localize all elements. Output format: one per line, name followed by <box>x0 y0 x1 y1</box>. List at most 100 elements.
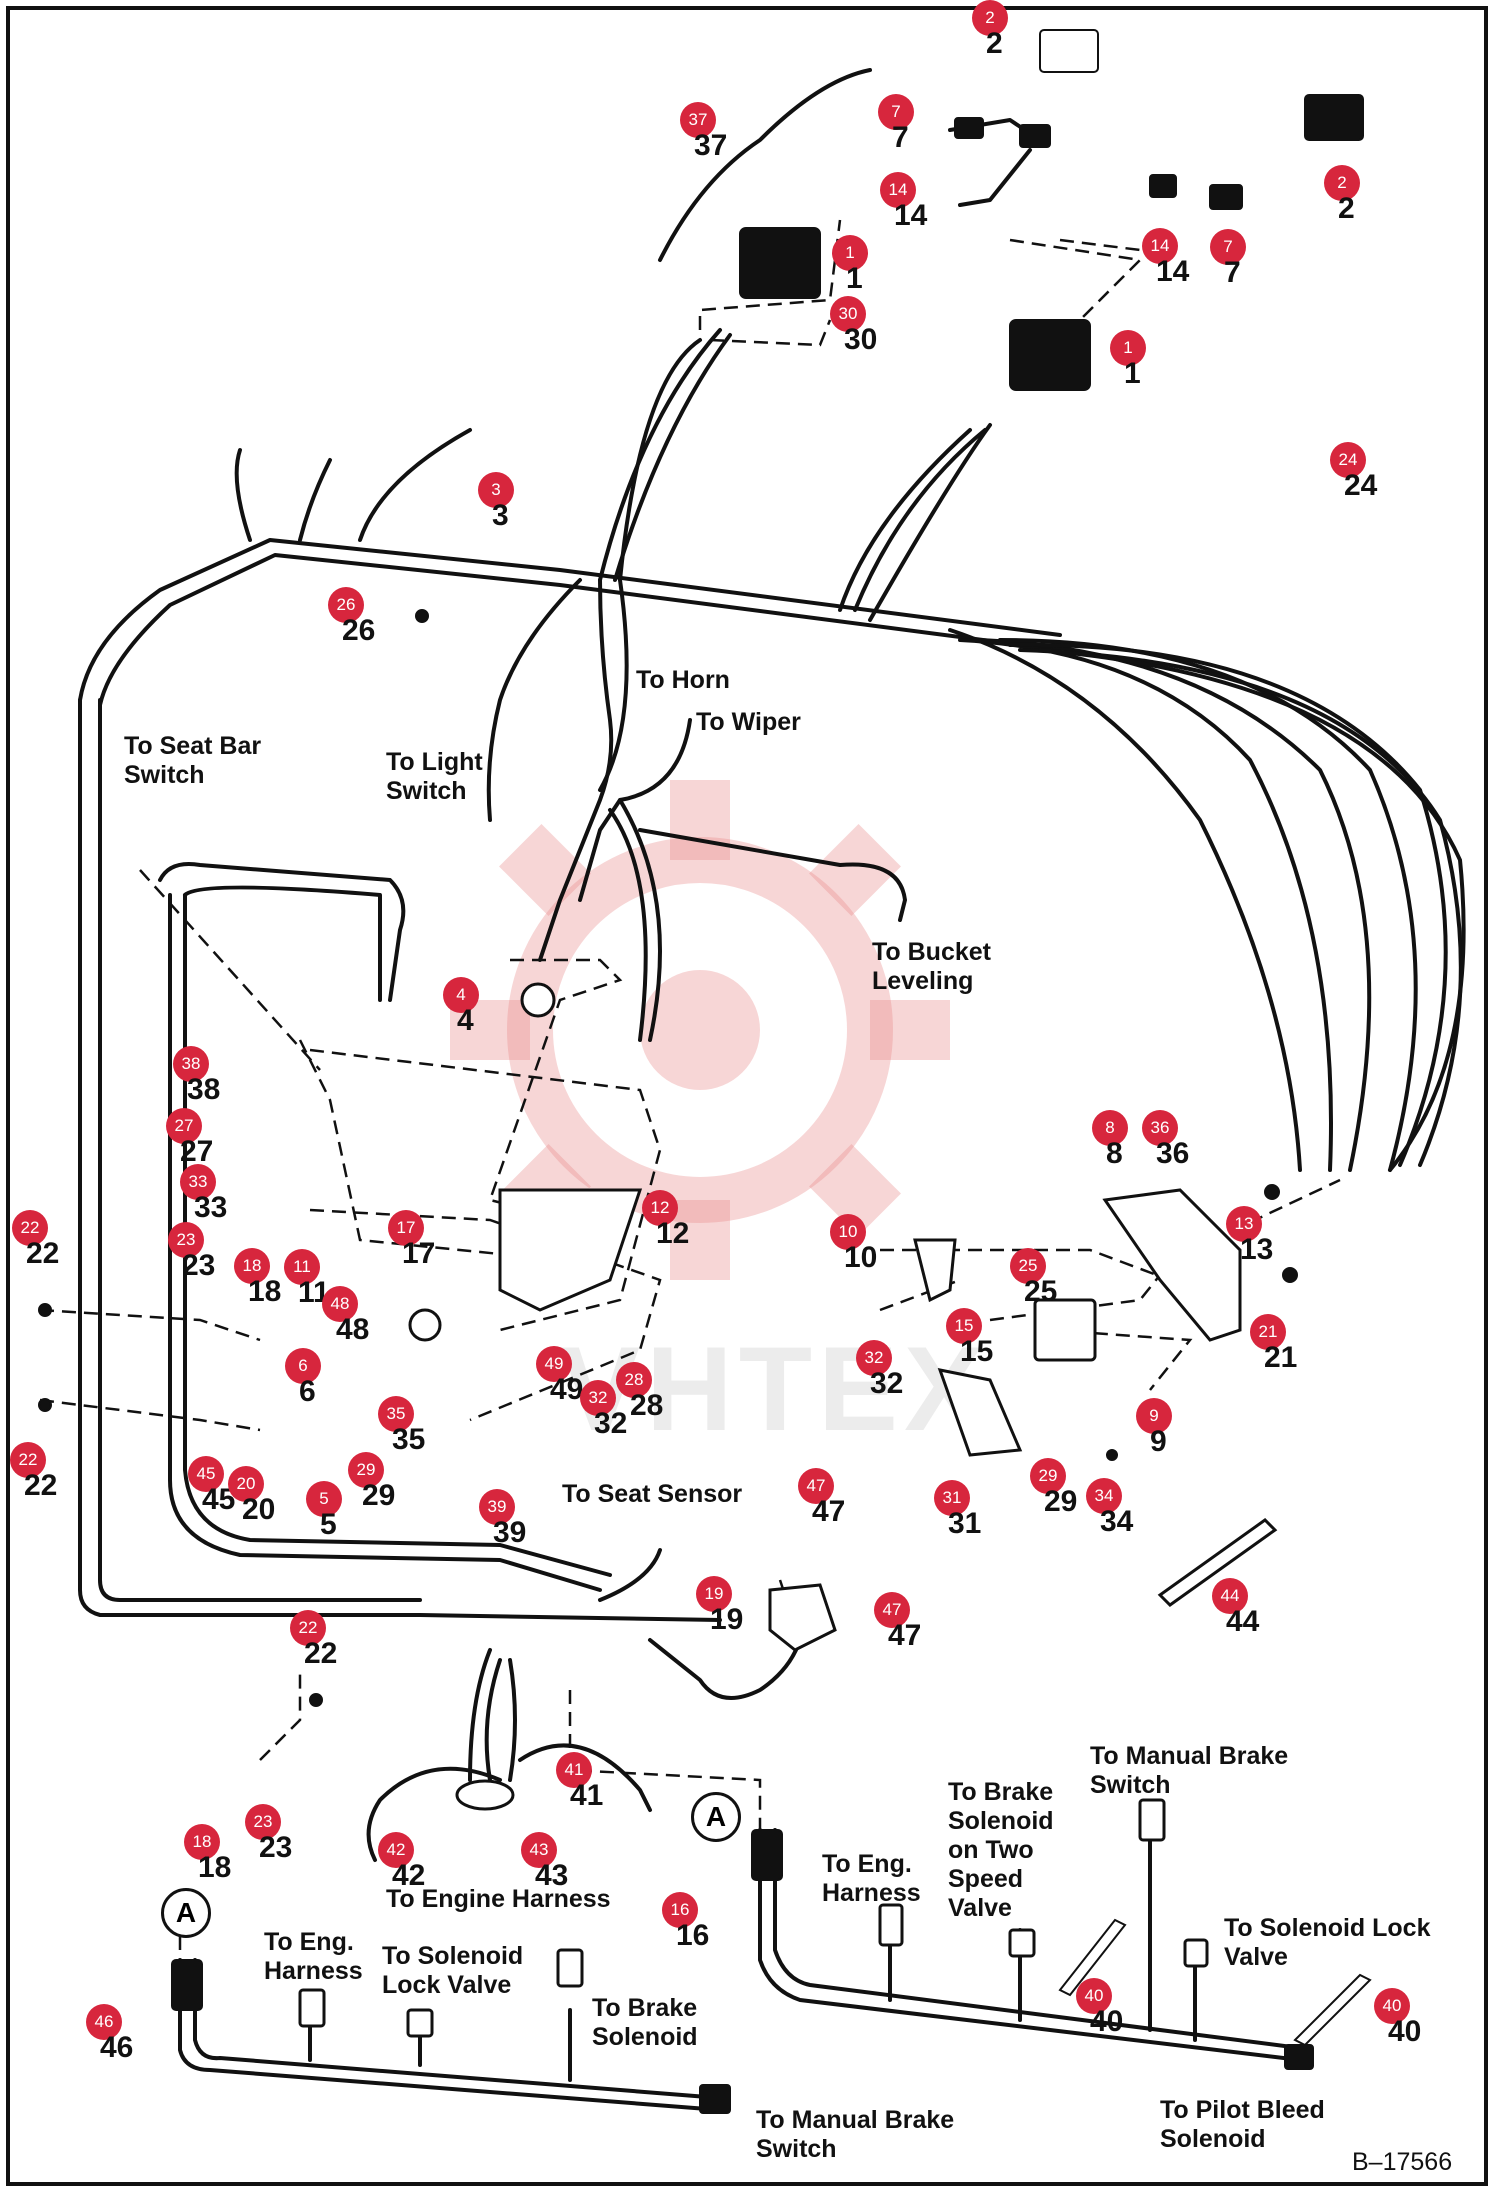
part-number-33: 33 <box>194 1191 228 1224</box>
part-number-3: 3 <box>492 499 509 532</box>
part-number-29: 29 <box>1044 1485 1078 1518</box>
part-badge-48: 48 <box>322 1286 358 1322</box>
part-badge-22: 22 <box>10 1442 46 1478</box>
part-number-7: 7 <box>892 121 909 154</box>
part-badge-3: 3 <box>478 472 514 508</box>
label-eng-harness-right: To Eng. Harness <box>822 1850 921 1907</box>
label-engine-harness: To Engine Harness <box>386 1885 611 1913</box>
part-number-47: 47 <box>812 1495 846 1528</box>
part-number-18: 18 <box>248 1275 282 1308</box>
part-badge-38: 38 <box>173 1046 209 1082</box>
part-number-14: 14 <box>1156 255 1190 288</box>
part-number-18: 18 <box>198 1851 232 1884</box>
part-badge-26: 26 <box>328 587 364 623</box>
part-badge-45: 45 <box>188 1456 224 1492</box>
callout-a-left: A <box>161 1888 211 1938</box>
part-number-22: 22 <box>26 1237 60 1270</box>
part-number-31: 31 <box>948 1507 982 1540</box>
part-badge-34: 34 <box>1086 1478 1122 1514</box>
label-manual-brake-top: To Manual Brake Switch <box>1090 1742 1289 1799</box>
figure-reference: B–17566 <box>1352 2148 1453 2176</box>
part-number-12: 12 <box>656 1217 690 1250</box>
part-number-20: 20 <box>242 1493 276 1526</box>
part-badge-12: 12 <box>642 1190 678 1226</box>
part-badge-30: 30 <box>830 296 866 332</box>
part-badge-43: 43 <box>521 1832 557 1868</box>
part-number-8: 8 <box>1106 1137 1123 1170</box>
part-badge-8: 8 <box>1092 1110 1128 1146</box>
label-eng-harness-left: To Eng. Harness <box>264 1928 363 1985</box>
part-badge-1: 1 <box>1110 330 1146 366</box>
part-badge-11: 11 <box>284 1249 320 1285</box>
part-number-49: 49 <box>550 1373 584 1406</box>
part-number-43: 43 <box>535 1859 569 1892</box>
label-manual-brake-bottom: To Manual Brake Switch <box>756 2106 955 2163</box>
part-number-36: 36 <box>1156 1137 1190 1170</box>
part-badge-18: 18 <box>234 1248 270 1284</box>
part-number-40: 40 <box>1090 2005 1124 2038</box>
part-number-35: 35 <box>392 1423 426 1456</box>
part-badge-18: 18 <box>184 1824 220 1860</box>
part-badge-49: 49 <box>536 1346 572 1382</box>
part-badge-42: 42 <box>378 1832 414 1868</box>
part-number-15: 15 <box>960 1335 994 1368</box>
part-badge-7: 7 <box>878 94 914 130</box>
part-badge-46: 46 <box>86 2004 122 2040</box>
part-number-40: 40 <box>1388 2015 1422 2048</box>
part-badge-16: 16 <box>662 1892 698 1928</box>
part-number-19: 19 <box>710 1603 744 1636</box>
part-badge-21: 21 <box>1250 1314 1286 1350</box>
part-badge-40: 40 <box>1374 1988 1410 2024</box>
part-number-41: 41 <box>570 1779 604 1812</box>
part-badge-9: 9 <box>1136 1398 1172 1434</box>
part-badge-13: 13 <box>1226 1206 1262 1242</box>
part-number-47: 47 <box>888 1619 922 1652</box>
part-number-29: 29 <box>362 1479 396 1512</box>
part-badge-22: 22 <box>12 1210 48 1246</box>
part-number-9: 9 <box>1150 1425 1167 1458</box>
part-number-32: 32 <box>594 1407 628 1440</box>
part-badge-14: 14 <box>880 172 916 208</box>
diagram-frame <box>6 6 1488 2186</box>
part-badge-35: 35 <box>378 1396 414 1432</box>
part-number-25: 25 <box>1024 1275 1058 1308</box>
part-badge-39: 39 <box>479 1489 515 1525</box>
part-badge-2: 2 <box>1324 165 1360 201</box>
part-number-27: 27 <box>180 1135 214 1168</box>
part-badge-44: 44 <box>1212 1578 1248 1614</box>
part-number-24: 24 <box>1344 469 1378 502</box>
callout-a-right: A <box>691 1792 741 1842</box>
part-number-17: 17 <box>402 1237 436 1270</box>
part-badge-47: 47 <box>874 1592 910 1628</box>
part-badge-41: 41 <box>556 1752 592 1788</box>
part-number-1: 1 <box>1124 357 1141 390</box>
part-number-38: 38 <box>187 1073 221 1106</box>
part-badge-27: 27 <box>166 1108 202 1144</box>
part-badge-47: 47 <box>798 1468 834 1504</box>
part-number-46: 46 <box>100 2031 134 2064</box>
part-badge-23: 23 <box>168 1222 204 1258</box>
part-number-34: 34 <box>1100 1505 1134 1538</box>
label-solenoid-lock-left: To Solenoid Lock Valve <box>382 1942 524 1999</box>
part-number-13: 13 <box>1240 1233 1274 1266</box>
part-badge-6: 6 <box>285 1348 321 1384</box>
part-number-7: 7 <box>1224 256 1241 289</box>
label-pilot-bleed: To Pilot Bleed Solenoid <box>1160 2096 1325 2153</box>
part-badge-32: 32 <box>580 1380 616 1416</box>
label-wiper: To Wiper <box>696 708 801 736</box>
part-number-23: 23 <box>182 1249 216 1282</box>
part-number-2: 2 <box>1338 192 1355 225</box>
part-badge-17: 17 <box>388 1210 424 1246</box>
label-horn: To Horn <box>636 666 730 694</box>
part-badge-2: 2 <box>972 0 1008 36</box>
part-badge-4: 4 <box>443 977 479 1013</box>
part-number-1: 1 <box>846 262 863 295</box>
part-number-39: 39 <box>493 1516 527 1549</box>
part-number-30: 30 <box>844 323 878 356</box>
part-badge-7: 7 <box>1210 229 1246 265</box>
part-badge-22: 22 <box>290 1610 326 1646</box>
part-badge-24: 24 <box>1330 442 1366 478</box>
label-light-switch: To Light Switch <box>386 748 483 805</box>
part-number-22: 22 <box>304 1637 338 1670</box>
part-badge-23: 23 <box>245 1804 281 1840</box>
